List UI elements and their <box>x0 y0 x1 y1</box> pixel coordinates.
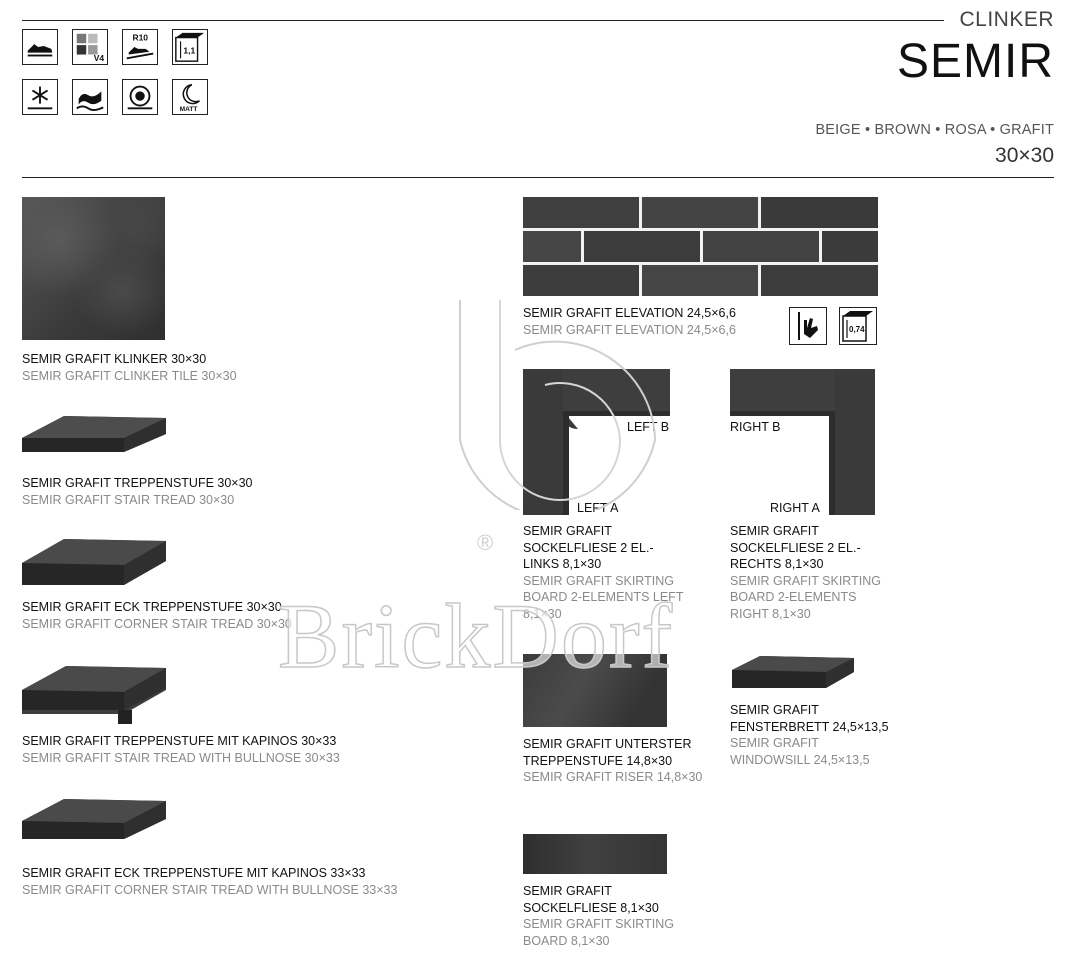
elevation-brick-image <box>523 197 878 296</box>
riser-image <box>523 654 667 727</box>
corner-bullnose-stair-tread-caption: SEMIR GRAFIT ECK TREPPENSTUFE MIT KAPINO… <box>22 866 398 897</box>
windowsill-image <box>732 656 854 688</box>
v4-shade-icon: V4 <box>72 29 108 65</box>
thickness-1-1-icon: 1,1 <box>172 29 208 65</box>
svg-text:R10: R10 <box>132 32 148 42</box>
thickness-0-74-icon: 0,74 <box>839 307 877 345</box>
header-bottom-rule <box>22 177 1054 178</box>
corner-stair-tread-image <box>22 539 166 585</box>
right-b-label: RIGHT B <box>730 420 781 434</box>
skirting-right-caption: SEMIR GRAFIT SOCKELFLIESE 2 EL.- RECHTS … <box>730 524 881 621</box>
header-top-rule <box>22 20 944 21</box>
left-b-label: LEFT B <box>627 420 670 434</box>
frost-icon <box>22 79 58 115</box>
svg-text:0,74: 0,74 <box>849 325 865 334</box>
matt-finish-icon: MATT <box>172 79 208 115</box>
svg-text:MATT: MATT <box>180 106 198 113</box>
wall-application-icon <box>789 307 827 345</box>
svg-text:1,1: 1,1 <box>183 46 195 56</box>
klinker-tile-image <box>22 197 165 340</box>
product-title: SEMIR <box>896 35 1054 88</box>
water-absorption-icon <box>72 79 108 115</box>
corner-bullnose-stair-tread-image <box>22 799 166 839</box>
skirting-board-image <box>523 834 667 874</box>
category-label: CLINKER <box>959 8 1054 31</box>
skirting-left-caption: SEMIR GRAFIT SOCKELFLIESE 2 EL.- LINKS 8… <box>523 524 684 621</box>
bullnose-stair-tread-caption: SEMIR GRAFIT TREPPENSTUFE MIT KAPINOS 30… <box>22 734 340 765</box>
r10-slip-icon: R10 <box>122 29 158 65</box>
color-list: BEIGE • BROWN • ROSA • GRAFIT <box>815 122 1054 138</box>
stair-tread-image <box>22 416 166 452</box>
riser-caption: SEMIR GRAFIT UNTERSTER TREPPENSTUFE 14,8… <box>523 737 703 785</box>
svg-text:V4: V4 <box>94 53 105 63</box>
watermark-registered-mark: ® <box>477 530 494 555</box>
skirting-right-image <box>730 369 875 515</box>
skirting-left-image <box>523 369 670 515</box>
bullnose-stair-tread-image <box>22 666 166 724</box>
format-size: 30×30 <box>995 144 1054 167</box>
wear-resistance-icon <box>122 79 158 115</box>
left-a-label: LEFT A <box>577 501 619 515</box>
shoe-icon <box>22 29 58 65</box>
right-a-label: RIGHT A <box>770 501 820 515</box>
watermark-text: BrickDorf <box>277 585 675 687</box>
